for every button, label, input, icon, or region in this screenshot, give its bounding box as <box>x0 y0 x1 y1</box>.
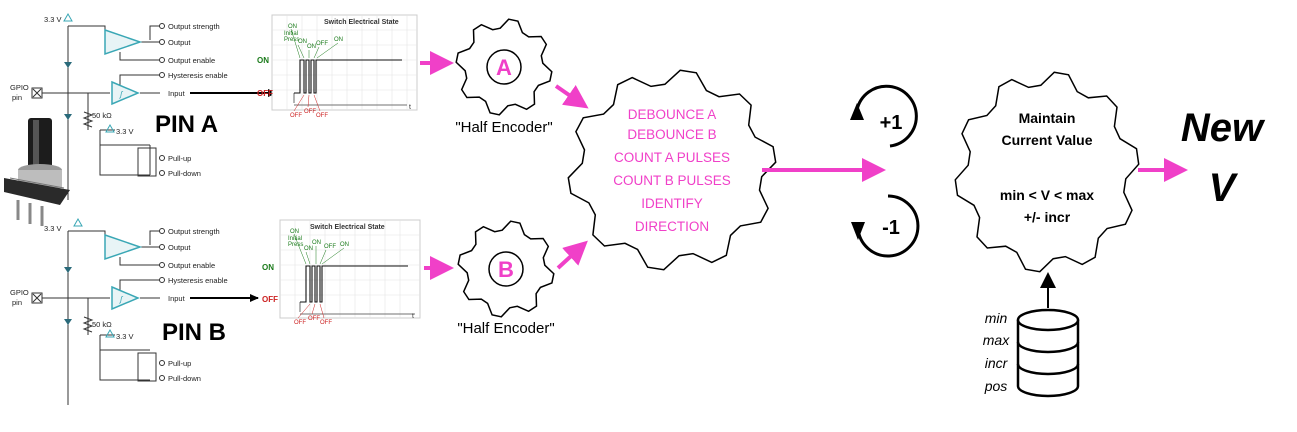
note: Press <box>288 242 303 248</box>
debounce-gear <box>567 69 777 271</box>
increment-indicator: +1 <box>850 84 918 148</box>
note: Press <box>284 37 299 43</box>
debounce-line: COUNT B PULSES <box>613 173 731 188</box>
arrow-encoder-b-to-debounce <box>556 240 588 270</box>
debounce-text: DEBOUNCE A DEBOUNCE B COUNT A PULSES COU… <box>613 107 731 234</box>
database-icon <box>1016 308 1080 398</box>
db-param: pos <box>984 378 1008 394</box>
supply-label-2: 3.3 V <box>116 332 134 341</box>
resistor-label: 50 kΩ <box>92 320 112 329</box>
debounce-line: COUNT A PULSES <box>614 150 730 165</box>
pin-label: PIN B <box>162 319 226 346</box>
resistor-label: 50 kΩ <box>92 111 112 120</box>
note: ON <box>307 44 316 50</box>
time-label: t <box>409 104 411 111</box>
gpio-label: GPIO <box>10 83 29 92</box>
half-encoder-b-hub <box>488 251 524 287</box>
debounce-line: DIRECTION <box>635 219 709 234</box>
gpio-pin-label: pin <box>12 93 22 102</box>
debounce-line: DEBOUNCE B <box>627 127 716 142</box>
note: ON <box>304 246 313 252</box>
pull-up-label: Pull-up <box>168 359 191 368</box>
half-encoder-b-letter: B <box>498 257 514 282</box>
up-arrow-icon <box>850 103 864 120</box>
supply-label-2: 3.3 V <box>116 127 134 136</box>
note: OFF <box>316 113 328 119</box>
minus-one-label: -1 <box>882 217 900 239</box>
switch-chart-b: Switch Electrical State ON Initial Press… <box>262 219 421 326</box>
pin-label: PIN A <box>155 111 218 138</box>
down-arrow-icon <box>851 222 865 240</box>
arrow-encoder-a-to-debounce <box>554 84 589 109</box>
input-label: Input <box>168 89 186 98</box>
svg-text:ʃ: ʃ <box>118 295 124 304</box>
plus-one-label: +1 <box>880 112 903 134</box>
maintain-line-2: Current Value <box>1001 132 1092 148</box>
gpio-label: GPIO <box>10 288 29 297</box>
note: ON <box>288 24 297 30</box>
debounce-line: DEBOUNCE A <box>628 107 717 122</box>
chart-title: Switch Electrical State <box>324 19 399 26</box>
note: OFF <box>290 113 302 119</box>
db-param: incr <box>985 355 1009 371</box>
half-encoder-a-hub <box>486 49 522 85</box>
off-label: OFF <box>257 89 273 98</box>
output-label: Output <box>168 38 191 47</box>
supply-label: 3.3 V <box>44 15 62 24</box>
svg-text:ʃ: ʃ <box>118 90 124 99</box>
output-strength-label: Output strength <box>168 22 220 31</box>
pull-down-label: Pull-down <box>168 374 201 383</box>
note: OFF <box>324 244 336 250</box>
on-label: ON <box>262 263 274 272</box>
note: ON <box>290 229 299 235</box>
note: ON <box>340 242 349 248</box>
decrement-indicator: -1 <box>851 194 920 258</box>
time-label: t <box>412 313 414 320</box>
input-label: Input <box>168 294 186 303</box>
half-encoder-a-caption: "Half Encoder" <box>455 119 552 136</box>
output-enable-label: Output enable <box>168 261 215 270</box>
off-label: OFF <box>262 295 278 304</box>
note: Initial <box>288 236 302 242</box>
maintain-gear <box>954 71 1140 273</box>
on-label: ON <box>257 56 269 65</box>
maintain-line-1: Maintain <box>1019 110 1076 126</box>
note: OFF <box>316 41 328 47</box>
db-param: max <box>983 332 1010 348</box>
output-strength-label: Output strength <box>168 227 220 236</box>
pull-down-label: Pull-down <box>168 169 201 178</box>
output-label: Output <box>168 243 191 252</box>
circuit-b: ʃ 3.3 V 3.3 V GPIO pin 50 kΩ Output stre… <box>10 217 259 405</box>
supply-label: 3.3 V <box>44 224 62 233</box>
db-param: min <box>985 310 1008 326</box>
note: OFF <box>308 316 320 322</box>
note: OFF <box>294 320 306 326</box>
half-encoder-a-letter: A <box>496 55 512 80</box>
half-encoder-b-caption: "Half Encoder" <box>457 320 554 337</box>
hysteresis-label: Hysteresis enable <box>168 71 228 80</box>
debounce-line: IDENTIFY <box>641 196 703 211</box>
maintain-line-3: min < V < max <box>1000 187 1094 203</box>
rotary-encoder-icon <box>4 118 70 226</box>
note: ON <box>312 240 321 246</box>
maintain-line-4: +/- incr <box>1024 209 1071 225</box>
note: OFF <box>304 109 316 115</box>
new-v-line-1: New <box>1181 106 1266 150</box>
note: ON <box>298 39 307 45</box>
output-enable-label: Output enable <box>168 56 215 65</box>
pull-up-label: Pull-up <box>168 154 191 163</box>
chart-title: Switch Electrical State <box>310 224 385 231</box>
circuit-a: ʃ 3.3 V 3.3 V GPIO pin 50 kΩ Output stre… <box>10 12 277 200</box>
note: OFF <box>320 320 332 326</box>
new-v-line-2: V <box>1209 166 1239 210</box>
switch-chart-a: Switch Electrical State ON Initial Press… <box>257 14 418 119</box>
gpio-pin-label: pin <box>12 298 22 307</box>
note: Initial <box>284 31 298 37</box>
note: ON <box>334 37 343 43</box>
hysteresis-label: Hysteresis enable <box>168 276 228 285</box>
